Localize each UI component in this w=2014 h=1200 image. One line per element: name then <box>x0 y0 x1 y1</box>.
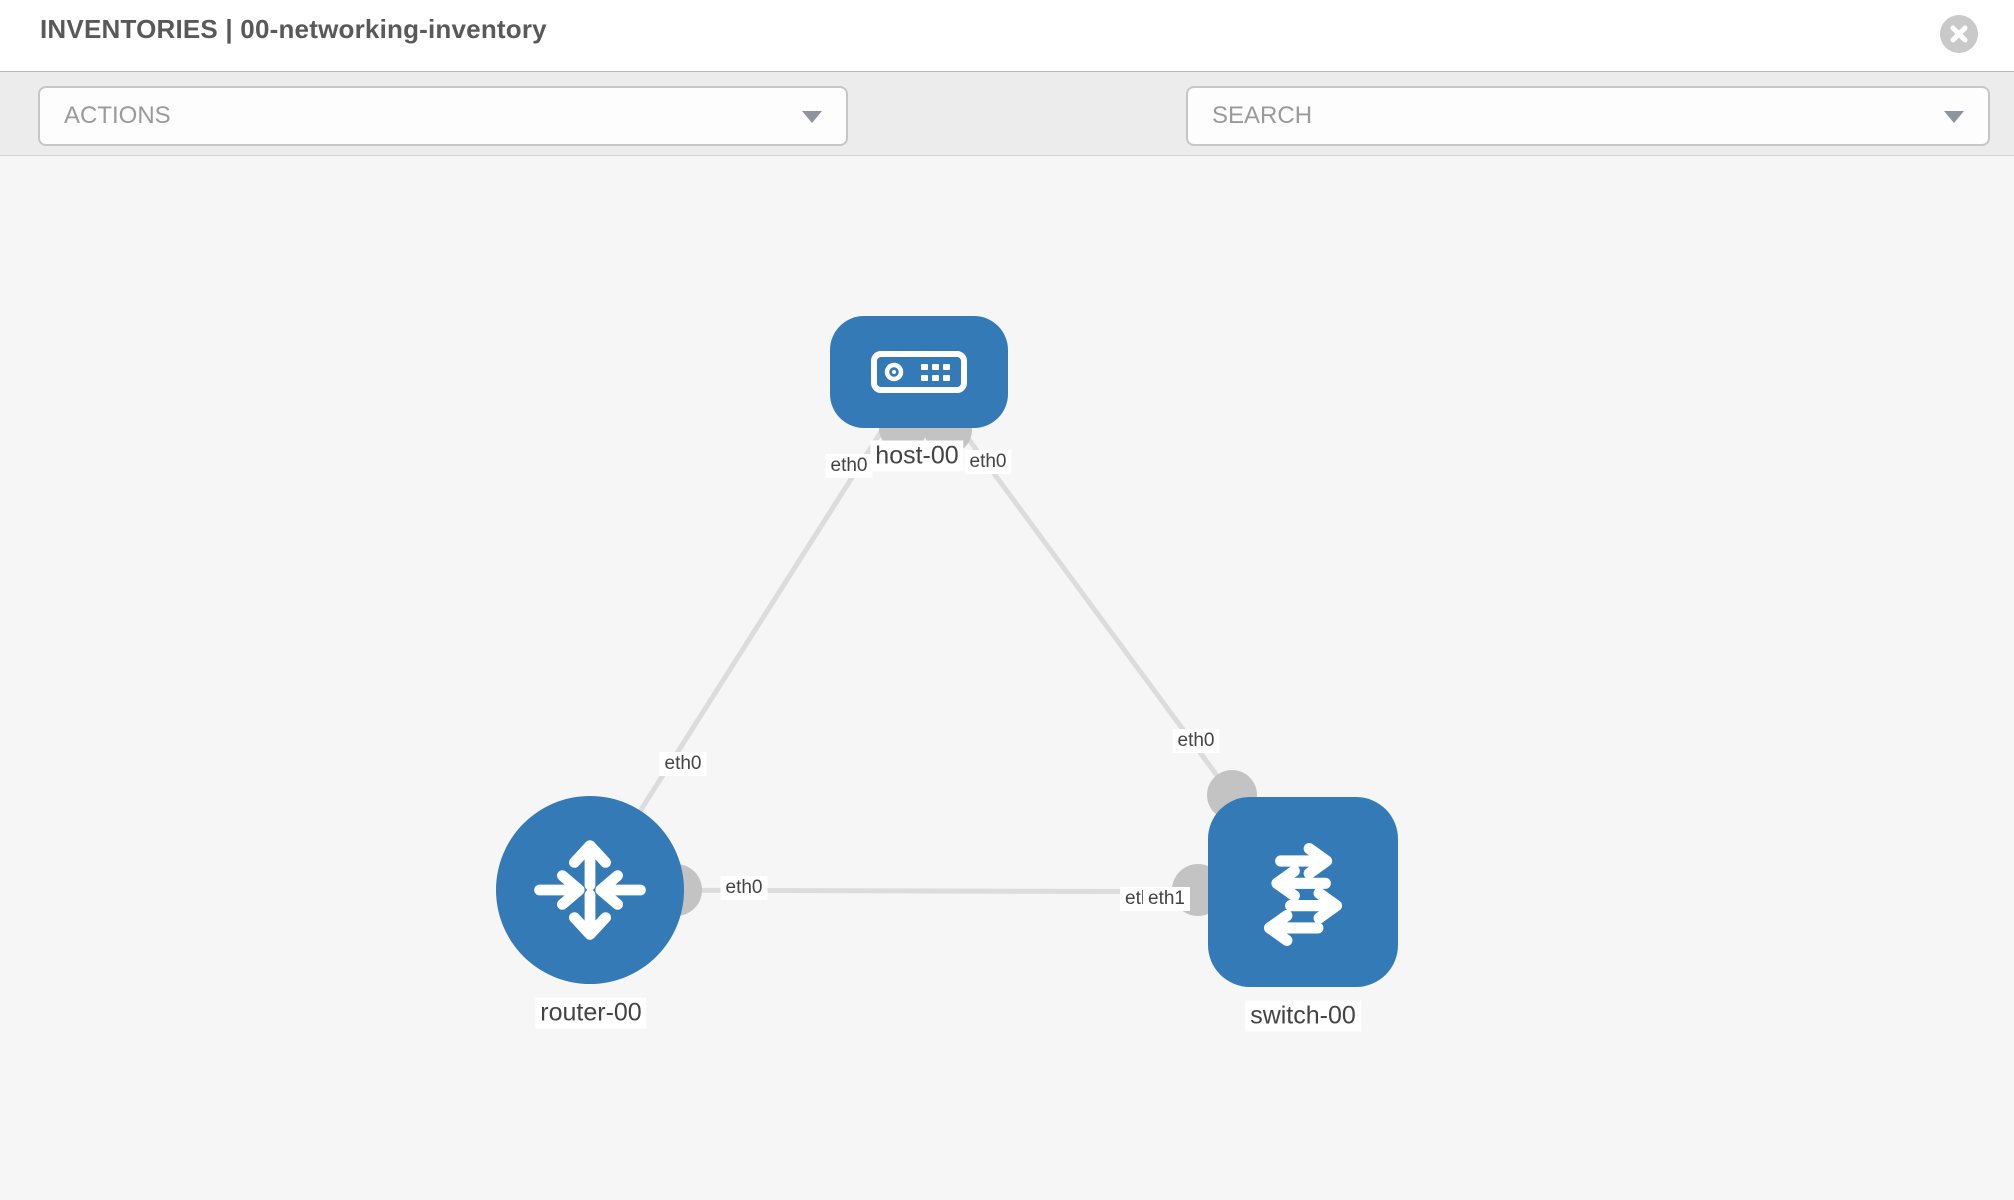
interface-label-host-to-switch: eth0 <box>964 450 1012 474</box>
toolbar: ACTIONS SEARCH <box>0 72 2014 206</box>
router-arrows-icon <box>534 840 646 940</box>
interface-label-router-to-host: eth0 <box>659 752 707 776</box>
close-button[interactable] <box>1940 15 1978 53</box>
node-label-switch: switch-00 <box>1245 1000 1361 1032</box>
page-title: INVENTORIES | 00-networking-inventory <box>40 14 547 44</box>
search-dropdown-label: SEARCH <box>1212 102 1313 129</box>
node-label-host: host-00 <box>870 440 964 472</box>
interface-label-router-to-switch: eth0 <box>720 876 768 900</box>
switch-arrows-icon <box>1263 843 1343 946</box>
topology-canvas[interactable]: host-00 router-00 switch-00 eth0 eth0 et… <box>0 156 2014 1200</box>
node-label-router: router-00 <box>535 997 647 1029</box>
actions-dropdown[interactable]: ACTIONS <box>38 86 848 146</box>
node-host-00[interactable] <box>830 316 1008 428</box>
chevron-down-icon <box>802 111 822 123</box>
interface-label-switch-to-router: eth1 <box>1143 887 1190 911</box>
close-icon <box>1950 25 1968 43</box>
actions-dropdown-label: ACTIONS <box>64 102 171 129</box>
search-dropdown[interactable]: SEARCH <box>1186 86 1990 146</box>
topology-links-layer <box>587 370 1306 916</box>
node-switch-00[interactable] <box>1208 797 1398 987</box>
chevron-down-icon <box>1944 111 1964 123</box>
node-router-00[interactable] <box>496 796 684 984</box>
interface-label-host-to-router: eth0 <box>825 454 873 478</box>
page-header: INVENTORIES | 00-networking-inventory <box>0 0 2014 72</box>
interface-label-switch-to-host: eth0 <box>1172 729 1220 753</box>
server-icon <box>871 351 967 393</box>
